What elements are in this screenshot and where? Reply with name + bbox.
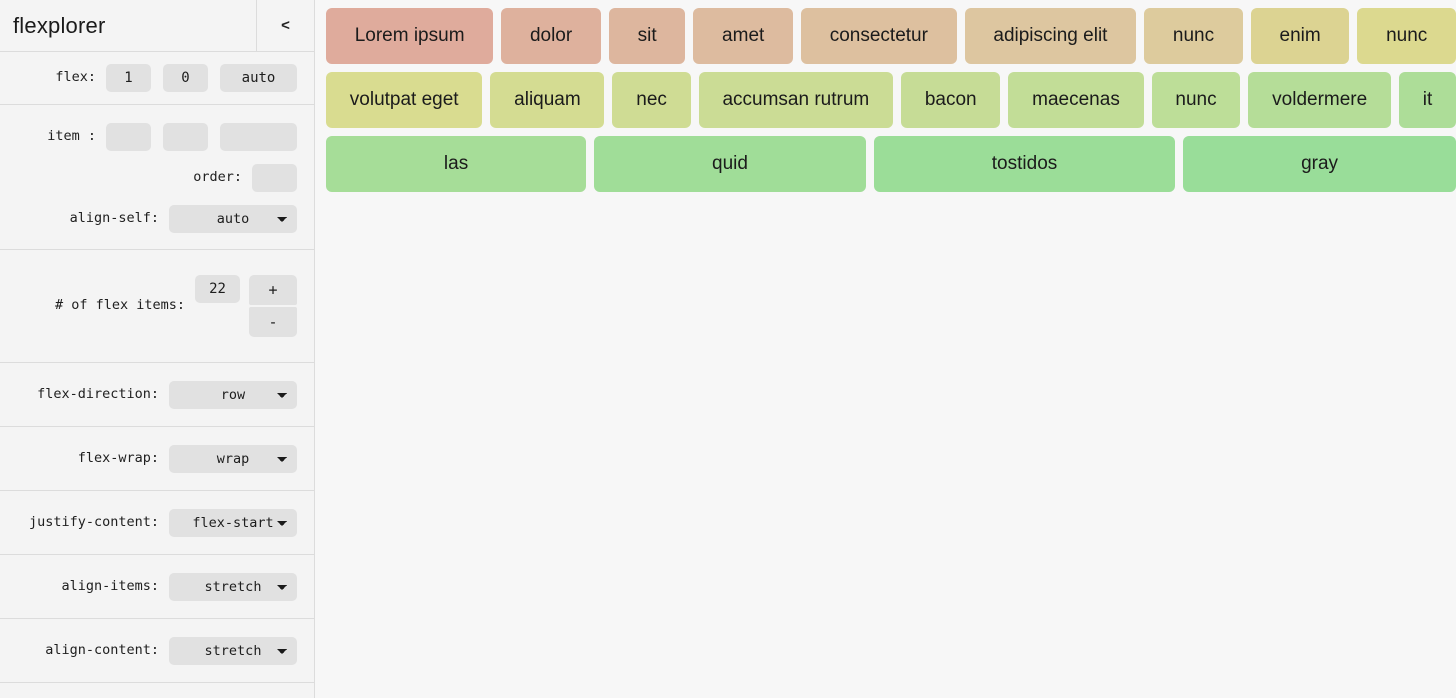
flex-item-label: nunc [1172, 25, 1215, 46]
align-items-select[interactable]: flex-startflex-endcenterbaselinestretch [169, 572, 297, 601]
flex-direction-select[interactable]: rowrow-reversecolumncolumn-reverse [169, 380, 297, 409]
row-item: item : order: align-self: autoflex-start… [0, 105, 314, 250]
flex-item[interactable]: nunc [1357, 8, 1456, 64]
align-items-label: align-items: [61, 577, 159, 594]
flex-item[interactable]: consectetur [801, 8, 957, 64]
item-flex-basis-input[interactable] [220, 123, 297, 151]
flex-item[interactable]: nunc [1151, 72, 1241, 128]
flex-wrap-select[interactable]: nowrapwrapwrap-reverse [169, 444, 297, 473]
flex-item-count-label: # of flex items: [54, 297, 185, 314]
row-flex-direction: flex-direction: rowrow-reversecolumncolu… [0, 363, 314, 427]
flex-item-label: maecenas [1032, 89, 1120, 110]
flex-item[interactable]: nec [612, 72, 691, 128]
flex-item-label: amet [722, 25, 765, 46]
item-order-line: order: [193, 164, 297, 192]
app-title: flexplorer [13, 12, 106, 38]
flex-item-label: las [443, 153, 469, 174]
align-self-select[interactable]: autoflex-startflex-endcenterbaselinestre… [169, 205, 297, 233]
decrement-button[interactable]: - [249, 307, 297, 337]
flex-canvas: Lorem ipsum dolor sit amet consectetur adipis… [315, 0, 1456, 698]
flex-label: flex: [55, 69, 96, 86]
flex-item[interactable]: quid [594, 136, 866, 192]
row-align-items: align-items: flex-startflex-endcenterbas… [0, 555, 314, 619]
justify-content-label: justify-content: [28, 513, 159, 530]
align-self-label: align-self: [69, 210, 159, 227]
increment-button[interactable]: + [249, 275, 297, 305]
item-label: item : [47, 128, 96, 145]
flex-grow-input[interactable] [106, 64, 151, 92]
sidebar-collapse-button[interactable]: < [256, 0, 314, 51]
order-input[interactable] [252, 164, 297, 192]
flex-item[interactable]: Lorem ipsum [326, 8, 494, 64]
flex-item-label: nunc [1386, 25, 1428, 46]
row-align-content: align-content: flex-startflex-endcenters… [0, 619, 314, 683]
flex-item[interactable]: adipiscing elit [964, 8, 1137, 64]
flex-direction-label: flex-direction: [37, 385, 159, 402]
flex-item-label: consectetur [829, 25, 928, 46]
flex-item[interactable]: gray [1183, 136, 1456, 192]
flex-item-label: accumsan rutrum [722, 89, 870, 110]
item-flex-shrink-input[interactable] [163, 123, 208, 151]
sidebar: flexplorer < flex: item : [0, 0, 315, 698]
flex-item[interactable]: it [1398, 72, 1456, 128]
flex-item-label: enim [1279, 25, 1321, 46]
flex-item-count-input[interactable] [195, 275, 240, 303]
item-flex-grow-input[interactable] [106, 123, 151, 151]
sidebar-header: flexplorer < [0, 0, 314, 52]
flex-item-label: dolor [529, 25, 573, 46]
row-flex-item-count: # of flex items: + - [0, 250, 314, 363]
flex-item[interactable]: nunc [1144, 8, 1243, 64]
item-align-self-line: align-self: autoflex-startflex-endcenter… [70, 205, 297, 233]
flex-fields [106, 64, 297, 92]
flex-item-count-controls: + - [195, 275, 297, 337]
flex-container: Lorem ipsum dolor sit amet consectetur adipis… [326, 8, 1456, 192]
align-content-select[interactable]: flex-startflex-endcenterspace-betweenspa… [169, 636, 297, 665]
order-label: order: [193, 169, 242, 186]
flex-item-label: gray [1301, 153, 1339, 174]
chevron-left-icon: < [281, 17, 290, 34]
flex-item[interactable]: volutpat eget [326, 72, 483, 128]
flex-item-label: voldermere [1272, 89, 1368, 110]
justify-content-select[interactable]: flex-startflex-endcenterspace-betweenspa… [169, 508, 297, 537]
flex-item-label: quid [712, 153, 748, 174]
flex-item-label: volutpat eget [349, 89, 459, 110]
flex-item-label: sit [637, 25, 657, 46]
flex-item-count-stepper: + - [249, 275, 297, 337]
align-content-label: align-content: [45, 641, 159, 658]
flex-wrap-label: flex-wrap: [77, 449, 159, 466]
flex-item-label: aliquam [514, 89, 581, 110]
row-flex: flex: [0, 52, 314, 105]
flex-item[interactable]: amet [693, 8, 794, 64]
flex-basis-input[interactable] [220, 64, 297, 92]
flex-item-label: adipiscing elit [993, 25, 1108, 46]
flex-item[interactable]: las [326, 136, 587, 192]
flex-item[interactable]: maecenas [1008, 72, 1144, 128]
flex-item-label: nec [636, 89, 667, 110]
flex-item[interactable]: bacon [901, 72, 1001, 128]
item-flex-line: item : [47, 123, 297, 151]
flex-item-label: tostidos [991, 153, 1058, 174]
flex-item-label: nunc [1175, 89, 1217, 110]
flex-item-label: it [1422, 89, 1433, 110]
flex-item[interactable]: dolor [501, 8, 601, 64]
row-flex-wrap: flex-wrap: nowrapwrapwrap-reverse [0, 427, 314, 491]
flex-item[interactable]: aliquam [490, 72, 605, 128]
flex-item[interactable]: sit [608, 8, 686, 64]
flex-item[interactable]: tostidos [873, 136, 1176, 192]
flex-item-label: Lorem ipsum [354, 25, 465, 46]
flex-item-label: bacon [924, 89, 977, 110]
flex-item[interactable]: accumsan rutrum [698, 72, 894, 128]
flex-shrink-input[interactable] [163, 64, 208, 92]
item-fields [106, 123, 297, 151]
flex-item[interactable]: enim [1250, 8, 1350, 64]
flex-item[interactable]: voldermere [1248, 72, 1391, 128]
row-justify-content: justify-content: flex-startflex-endcente… [0, 491, 314, 555]
